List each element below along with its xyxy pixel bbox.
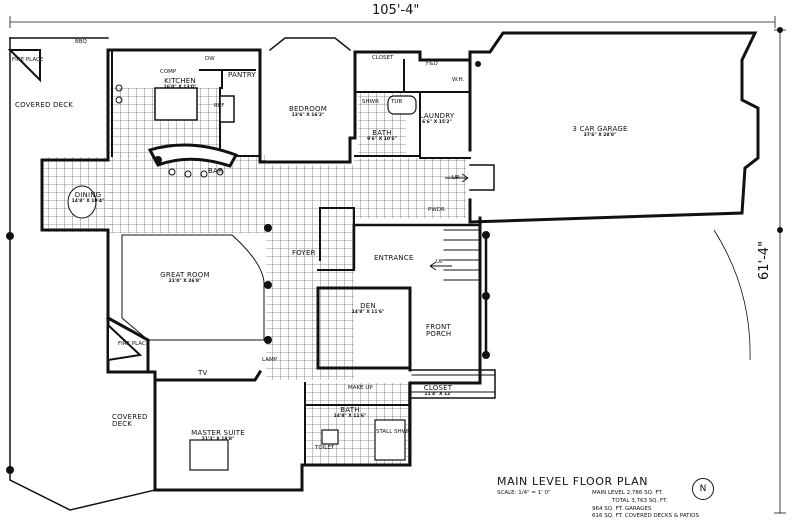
bath-upper-size: 9'6" X 10'6" <box>367 137 397 142</box>
great-room-size: 21'0" X 26'8" <box>168 279 202 284</box>
deck-area: 616 SQ. FT. COVERED DECKS & PATIOS <box>592 513 699 519</box>
front-porch-label: FRONT PORCH <box>426 323 452 338</box>
toilet-label: TOILET <box>315 445 335 451</box>
closet-upper-label: CLOSET <box>372 55 394 61</box>
fireplace-label-top: FIRE PLACE <box>12 57 44 63</box>
columns <box>6 27 783 474</box>
fhd-label: F&D <box>426 61 438 67</box>
bar-stools <box>168 168 224 178</box>
plan-scale: SCALE: 1/4" = 1' 0" <box>497 490 551 496</box>
tub-label: TUB <box>391 99 403 105</box>
plan-title: MAIN LEVEL FLOOR PLAN <box>497 475 649 488</box>
kitchen-label: KITCHEN <box>164 77 196 85</box>
den-label: DEN <box>360 302 376 310</box>
laundry-size: 6'6" X 15'2" <box>422 120 452 125</box>
den-size: 14'8" X 11'6" <box>351 310 385 315</box>
overall-width-dimension: 105'-4" <box>372 3 420 18</box>
master-suite-size: 21'3" X 18'8" <box>201 437 235 442</box>
north-arrow-icon: N <box>692 478 714 500</box>
kitchen-size: 16'0" X 13'0" <box>163 85 197 90</box>
entrance-label: ENTRANCE <box>374 254 414 262</box>
garage-up-label: UP <box>452 175 460 181</box>
garage-size: 37'6" X 28'8" <box>583 133 617 138</box>
tv-label: TV <box>198 369 208 377</box>
dining-table <box>67 185 97 219</box>
bath-master-label: BATH <box>340 406 360 414</box>
ref-label: REF <box>214 103 225 109</box>
closet-master-label: CLOSET <box>423 384 453 392</box>
foyer-label: FOYER <box>292 249 316 257</box>
bedroom-size: 13'6" X 16'2" <box>291 113 325 118</box>
overall-depth-dimension: 61'-4" <box>757 240 772 280</box>
bedroom-label: BEDROOM <box>289 105 327 113</box>
laundry-label: LAUNDRY <box>419 112 455 120</box>
lamp-label: LAMP <box>262 357 278 363</box>
up-arrows <box>429 173 469 271</box>
dimension-lines <box>9 16 786 514</box>
fireplaces <box>7 49 143 362</box>
master-suite-label: MASTER SUITE <box>191 429 245 437</box>
closet-master-size: 11'4" X 12' <box>424 392 452 397</box>
dw-label: DW <box>205 56 215 62</box>
walls <box>9 31 760 511</box>
bath-master-size: 14'8" X 11'6" <box>333 414 367 419</box>
garage-area: 964 SQ. FT. GARAGES <box>592 506 652 512</box>
fireplace-great-label: FIRE PLACE <box>118 341 150 347</box>
total-area: TOTAL 3,763 SQ. FT. <box>612 498 668 504</box>
stall-shwr-label: STALL SHWR <box>376 429 411 435</box>
dining-label: DINING <box>74 191 102 199</box>
comp-label: COMP <box>160 69 177 75</box>
garage-label: 3 CAR GARAGE <box>572 125 628 133</box>
bath-upper-label: BATH <box>372 129 392 137</box>
entrance-up-label: UP <box>436 259 444 265</box>
make-up-label: MAKE UP <box>348 385 373 391</box>
covered-deck-bottom-label: COVERED DECK <box>112 413 148 428</box>
main-level-area: MAIN LEVEL 2,786 SQ. FT. <box>592 490 663 496</box>
pwdr-label: PWDR <box>428 207 445 213</box>
shwr-label: SHWR <box>362 99 379 105</box>
covered-deck-top-label: COVERED DECK <box>15 101 74 109</box>
pantry-label: PANTRY <box>228 71 256 79</box>
wh-label: W.H. <box>452 77 465 83</box>
bbq-label: BBQ <box>75 39 87 45</box>
great-room-label: GREAT ROOM <box>160 271 210 279</box>
dining-size: 14'8" X 10'4" <box>71 199 105 204</box>
bar-label: BAR <box>208 167 224 175</box>
